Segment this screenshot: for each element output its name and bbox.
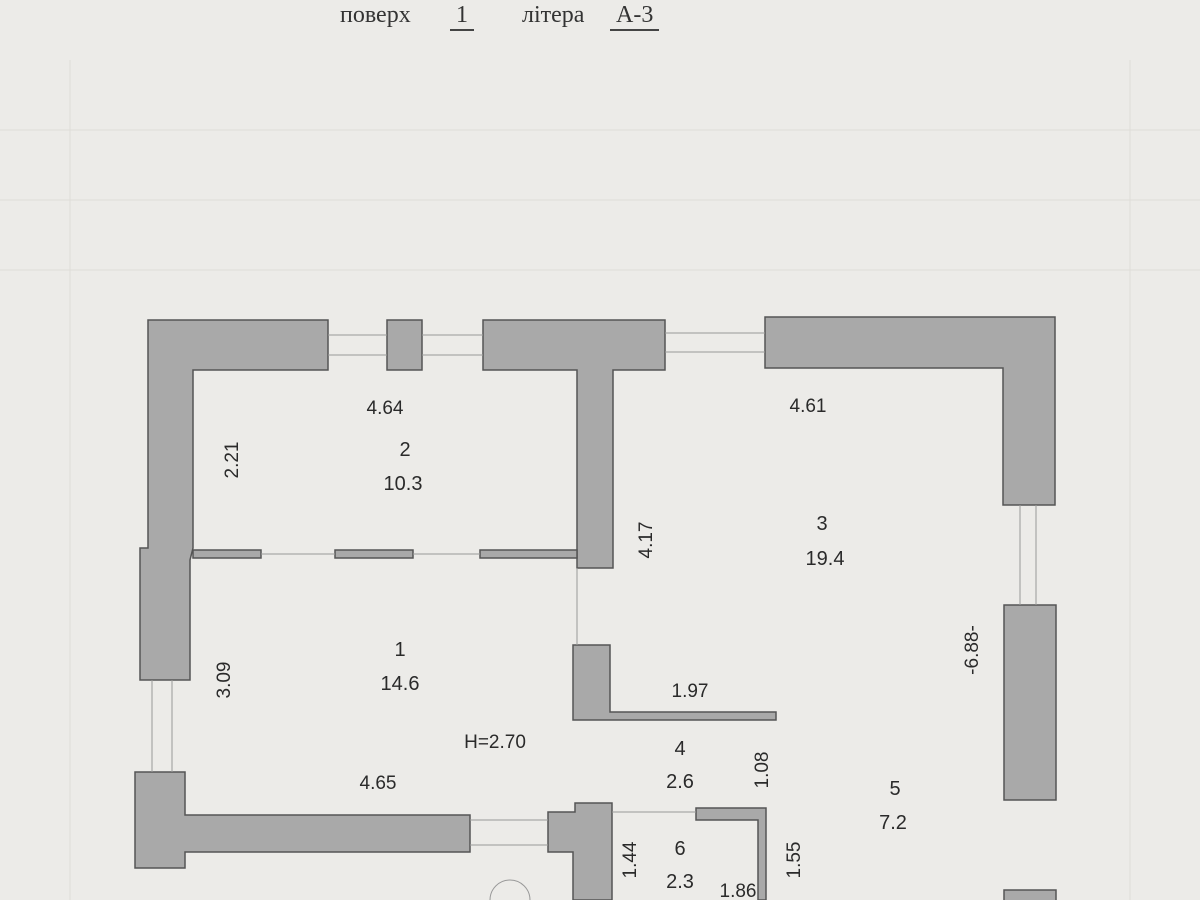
letter-label: літера bbox=[522, 2, 585, 28]
wall-pier-top bbox=[386, 319, 423, 371]
wall-right-bottom bbox=[1003, 889, 1057, 900]
letter-value: А-3 bbox=[610, 2, 660, 31]
floor-number: 1 bbox=[450, 2, 474, 31]
partition-2 bbox=[334, 549, 414, 559]
wall-bottom-left bbox=[134, 771, 471, 869]
room-2-area: 10.3 bbox=[384, 473, 423, 495]
dim-2-21: 2.21 bbox=[222, 442, 243, 479]
floor-label: поверх bbox=[340, 2, 411, 28]
dim-4-61: 4.61 bbox=[790, 396, 827, 417]
floor-header: поверх 1 літера А-3 bbox=[0, 0, 1200, 40]
dim-1-08: 1.08 bbox=[752, 752, 773, 789]
room-labels: 2 10.3 3 19.4 1 14.6 4 2.6 5 7.2 6 2.3 bbox=[381, 439, 907, 893]
dim-4-65: 4.65 bbox=[360, 773, 397, 794]
room-1-area: 14.6 bbox=[381, 673, 420, 695]
room-3-number: 3 bbox=[816, 513, 827, 535]
walls bbox=[134, 316, 1057, 900]
dim-3-09: 3.09 bbox=[214, 662, 235, 699]
room-5-area: 7.2 bbox=[879, 812, 907, 834]
dim-4-17: 4.17 bbox=[636, 522, 657, 559]
dim-1-86: 1.86 bbox=[720, 881, 757, 900]
room-2-number: 2 bbox=[399, 439, 410, 461]
dim-1-44: 1.44 bbox=[620, 841, 641, 878]
wall-t-junction bbox=[482, 319, 666, 569]
ceiling-height: H=2.70 bbox=[464, 732, 526, 753]
dim-1-97: 1.97 bbox=[672, 681, 709, 702]
partition-1 bbox=[192, 549, 262, 559]
wall-top-left bbox=[139, 319, 329, 681]
dim-4-64: 4.64 bbox=[367, 398, 404, 419]
dimension-labels: 4.64 4.61 2.21 4.17 -6.88- 3.09 4.65 1.9… bbox=[214, 396, 983, 900]
room-6-number: 6 bbox=[674, 838, 685, 860]
room-1-number: 1 bbox=[394, 639, 405, 661]
wall-right-pier bbox=[1003, 604, 1057, 801]
wall-top-right bbox=[764, 316, 1056, 506]
room-4-area: 2.6 bbox=[666, 771, 694, 793]
openings bbox=[151, 332, 1037, 900]
sheet-grid bbox=[0, 60, 1200, 900]
partition-room-4 bbox=[572, 644, 777, 721]
dim-6-88: -6.88- bbox=[962, 625, 983, 675]
room-6-area: 2.3 bbox=[666, 871, 694, 893]
room-4-number: 4 bbox=[674, 738, 685, 760]
room-3-area: 19.4 bbox=[806, 548, 845, 570]
room-5-number: 5 bbox=[889, 778, 900, 800]
wall-bathroom-right bbox=[695, 807, 767, 900]
partition-3 bbox=[479, 549, 578, 559]
dim-1-55: 1.55 bbox=[784, 842, 805, 879]
wall-bathroom bbox=[547, 802, 613, 900]
